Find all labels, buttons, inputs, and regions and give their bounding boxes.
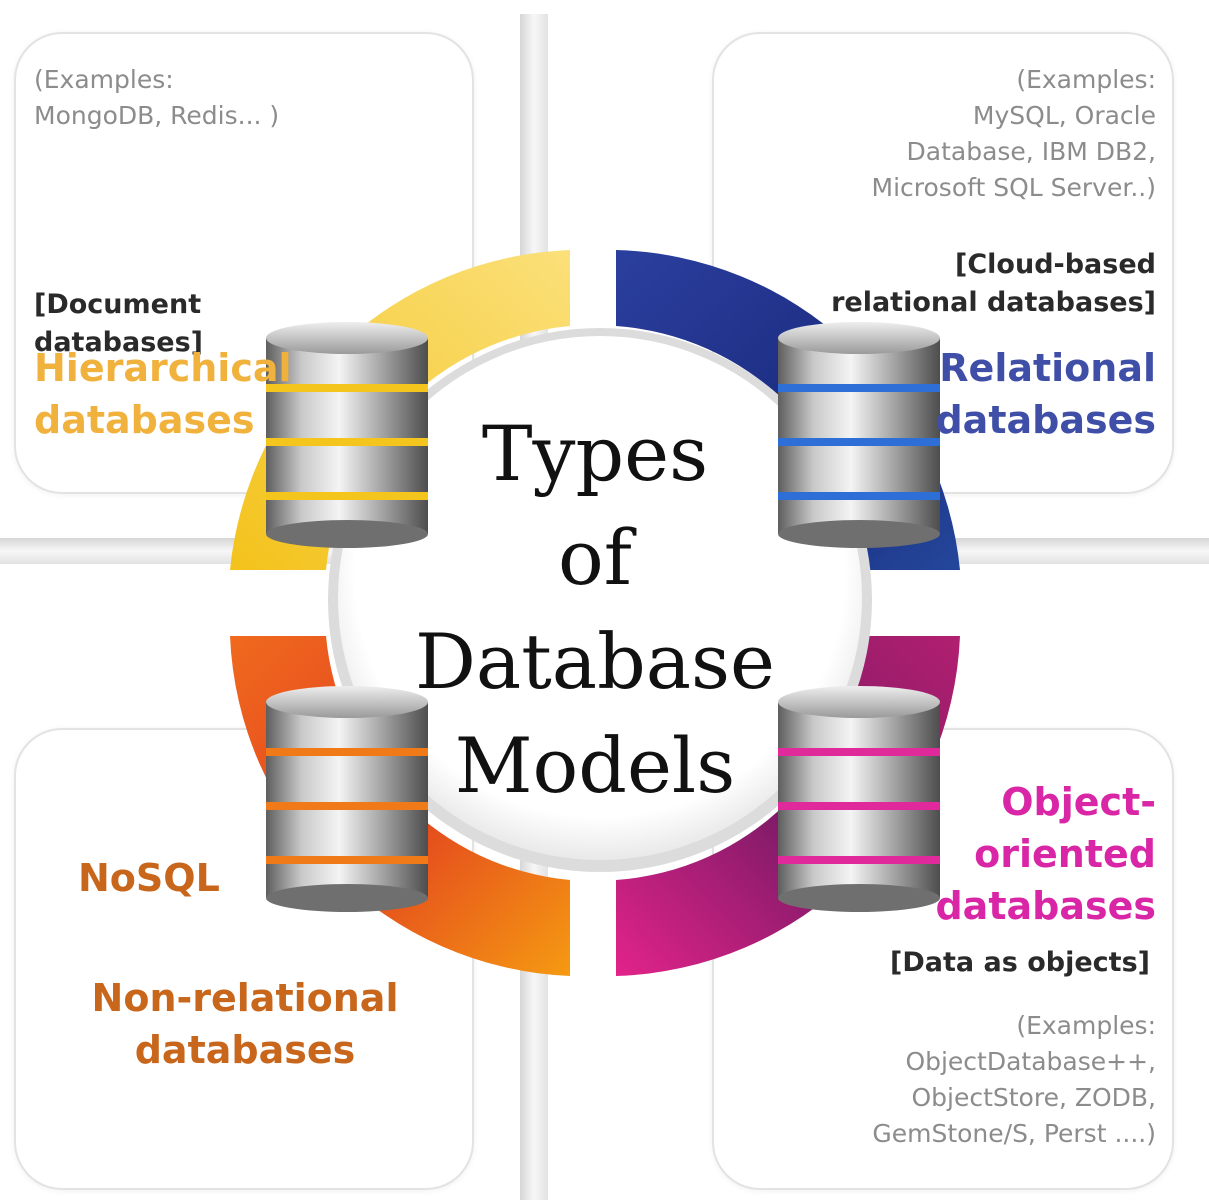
- top-left-heading: Hierarchical databases: [34, 346, 292, 442]
- center-circle: [338, 336, 862, 860]
- top-right-heading: Relational databases: [935, 346, 1156, 442]
- database-icon-yellow: [266, 322, 428, 548]
- top-right-subtype: [Cloud-based relational databases]: [831, 249, 1156, 318]
- top-right-examples: (Examples: MySQL, Oracle Database, IBM D…: [871, 65, 1156, 202]
- diagram-title: Types of Database Models: [414, 409, 776, 810]
- database-icon-blue: [778, 322, 940, 548]
- card-bottom-right: [712, 728, 1174, 1190]
- database-icon-magenta: [778, 686, 940, 912]
- bottom-left-heading: Non-relational databases: [91, 976, 399, 1072]
- top-left-examples: (Examples: MongoDB, Redis... ): [34, 65, 280, 130]
- bottom-right-examples: (Examples: ObjectDatabase++, ObjectStore…: [872, 1011, 1156, 1148]
- bottom-right-subtype: [Data as objects]: [890, 947, 1150, 978]
- database-icon-orange: [266, 686, 428, 912]
- bottom-left-label: NoSQL: [78, 856, 220, 900]
- bottom-right-heading: Object- oriented databases: [935, 780, 1156, 928]
- top-left-subtype: [Document databases]: [34, 289, 204, 358]
